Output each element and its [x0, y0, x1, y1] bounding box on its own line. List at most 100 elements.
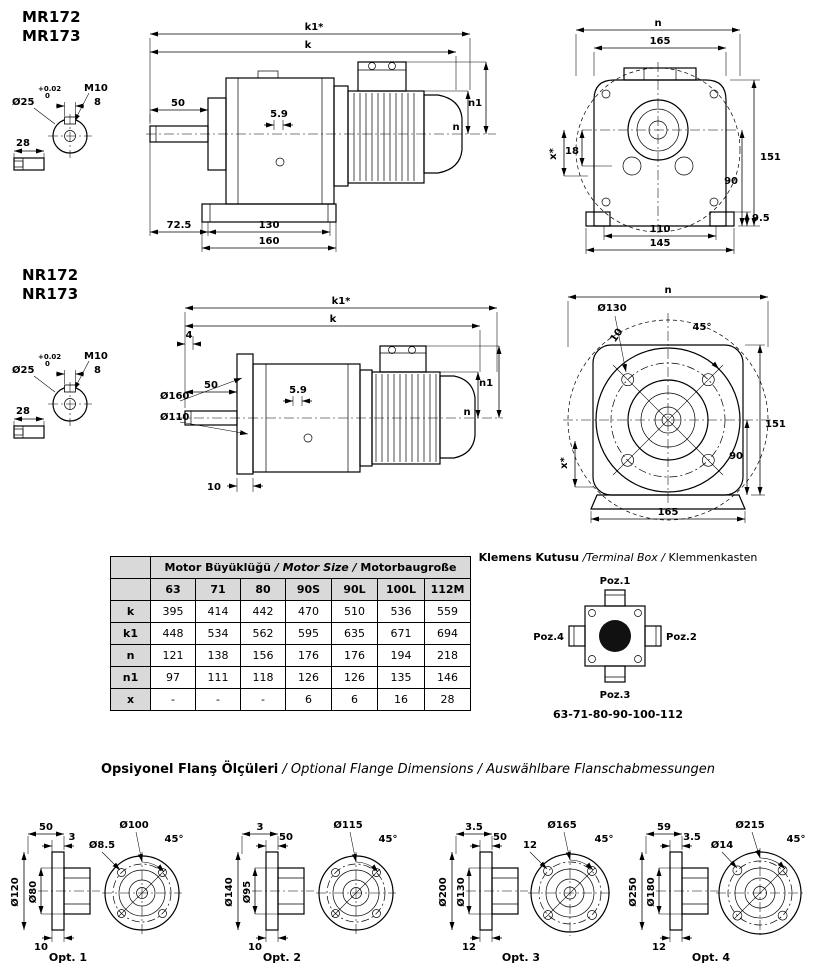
- flange-section-heading: Opsiyonel Flanş Ölçüleri / Optional Flan…: [0, 762, 816, 777]
- nr-shaft-end-detail: +0.02 0 Ø25 M10 8 28: [12, 351, 108, 439]
- terminal-box-diagram: Poz.1 Poz.2 Poz.3 Poz.4: [533, 576, 697, 701]
- opt3-name-label: Opt. 3: [502, 951, 540, 964]
- row-label: n: [110, 644, 151, 667]
- nr-front-view-drawing: n 45° Ø130 10 151 90 x* 165: [559, 285, 786, 523]
- cell: -: [240, 688, 286, 711]
- row-label: k1: [110, 622, 151, 645]
- cell: 595: [285, 622, 332, 645]
- table-row-k1: k1 448 534 562 595 635 671 694: [110, 622, 472, 645]
- mr-front-n-label: n: [654, 18, 661, 29]
- cell: -: [150, 688, 196, 711]
- nr-dim-flange-dia-label: Ø160: [160, 390, 189, 402]
- cell: 395: [150, 600, 196, 623]
- cell: 138: [195, 644, 241, 667]
- nr-front-151-label: 151: [765, 419, 786, 430]
- mr-model-line1: MR172: [22, 8, 81, 26]
- motor-dimension-table: Motor Büyüklüğü / Motor Size / Motorbaug…: [110, 556, 472, 711]
- table-size-row: 63 71 80 90S 90L 100L 112M: [110, 578, 472, 601]
- opt3-dim-b-label: 50: [493, 832, 507, 843]
- opt1-name-label: Opt. 1: [49, 951, 87, 964]
- cell: 126: [331, 666, 378, 689]
- terminal-title-de: Klemmenkasten: [668, 551, 758, 564]
- opt4-dim-a-label: 59: [657, 822, 671, 833]
- mr-dim-59-label: 5.9: [270, 109, 288, 120]
- mr-model-line2: MR173: [22, 26, 81, 45]
- mr-front-95-label: 9.5: [752, 213, 770, 224]
- nr-model-line1: NR172: [22, 266, 79, 284]
- opt4-bolt-circle-label: Ø215: [735, 819, 764, 831]
- opt2-thickness-label: 10: [248, 942, 262, 953]
- cell: 176: [331, 644, 378, 667]
- cell: 562: [240, 622, 286, 645]
- cell: 118: [240, 666, 286, 689]
- table-row-x: x - - - 6 6 16 28: [110, 688, 472, 711]
- table-title-cell: Motor Büyüklüğü / Motor Size / Motorbaug…: [149, 556, 472, 579]
- table-size-63: 63: [150, 578, 196, 601]
- mr-dim-130-label: 130: [259, 220, 280, 231]
- nr-front-n-label: n: [664, 285, 671, 296]
- nr-front-45deg-label: 45°: [693, 322, 712, 333]
- row-label: x: [110, 688, 151, 711]
- mr-side-view-drawing: k1* k 50 5.9 n1 n 72.5 130 160: [146, 22, 496, 252]
- terminal-box-title: Klemens Kutusu /Terminal Box / Klemmenka…: [468, 551, 768, 564]
- opt4-inner-dia-label: Ø180: [645, 877, 657, 906]
- cell: 146: [423, 666, 472, 689]
- nr-dim-4-label: 4: [186, 330, 193, 341]
- opt3-thickness-label: 12: [462, 942, 476, 953]
- table-size-80: 80: [240, 578, 286, 601]
- flange-opt3-drawing: 3.5 50 12 Ø200 Ø130 12 Ø165: [437, 819, 614, 964]
- table-size-71: 71: [195, 578, 241, 601]
- opt4-hole-dia-label: Ø14: [711, 839, 733, 851]
- mr-model-title: MR172 MR173: [22, 8, 81, 46]
- nr-front-165-label: 165: [658, 507, 679, 518]
- nr-model-title: NR172 NR173: [22, 266, 78, 304]
- opt1-outer-dia-label: Ø120: [9, 877, 21, 906]
- nr-front-hole-label: 10: [608, 327, 625, 345]
- opt2-name-label: Opt. 2: [263, 951, 301, 964]
- opt4-angle-label: 45°: [787, 834, 806, 845]
- flange-heading-en-de: / Optional Flange Dimensions / Auswählba…: [278, 762, 716, 777]
- cell: 97: [150, 666, 196, 689]
- flange-opt1-drawing: 50 3 Ø8.5 Ø120 Ø80 10 Ø100: [9, 819, 183, 964]
- mr-shaft-length-label: 28: [16, 138, 30, 149]
- nr-dim-hub-dia-label: Ø110: [160, 411, 189, 423]
- table-size-100l: 100L: [377, 578, 425, 601]
- cell: 559: [423, 600, 472, 623]
- opt2-angle-label: 45°: [379, 834, 398, 845]
- nr-model-line2: NR173: [22, 284, 79, 303]
- poz2-label: Poz.2: [666, 632, 697, 643]
- mr-shaft-end-detail: +0.02 0 Ø25 M10 8 28: [12, 83, 108, 171]
- opt3-angle-label: 45°: [595, 834, 614, 845]
- nr-dim-50-label: 50: [204, 380, 218, 391]
- table-row-n: n 121 138 156 176 176 194 218: [110, 644, 472, 667]
- mr-dim-160-label: 160: [259, 236, 280, 247]
- cell: 536: [377, 600, 425, 623]
- cell: 194: [377, 644, 425, 667]
- mr-dim-k1-label: k1*: [305, 22, 325, 33]
- cell: 28: [423, 688, 472, 711]
- poz4-label: Poz.4: [533, 632, 564, 643]
- nr-dim-n1-label: n1: [479, 378, 493, 389]
- opt3-outer-dia-label: Ø200: [437, 877, 449, 906]
- cell: 671: [377, 622, 425, 645]
- opt2-dim-a-label: 3: [257, 822, 264, 833]
- opt4-outer-dia-label: Ø250: [627, 877, 639, 906]
- cell: 534: [195, 622, 241, 645]
- mr-dim-725-label: 72.5: [167, 220, 192, 231]
- opt2-dim-b-label: 50: [279, 832, 293, 843]
- table-title-de: Motorbaugroße: [360, 561, 457, 574]
- flange-heading-tr: Opsiyonel Flanş Ölçüleri: [100, 762, 279, 777]
- cell: 694: [423, 622, 472, 645]
- opt3-hole-dia-label: 12: [523, 840, 537, 851]
- terminal-box-center-hole: [599, 620, 631, 652]
- terminal-box-caption: 63-71-80-90-100-112: [553, 708, 683, 721]
- opt1-dim-a-label: 50: [39, 822, 53, 833]
- cell: 121: [150, 644, 196, 667]
- mr-front-x-label: x*: [548, 147, 559, 159]
- row-label: k: [110, 600, 151, 623]
- opt1-thickness-label: 10: [34, 942, 48, 953]
- table-size-blank: [110, 578, 151, 601]
- table-title-en: / Motor Size /: [270, 561, 361, 574]
- table-size-90s: 90S: [285, 578, 332, 601]
